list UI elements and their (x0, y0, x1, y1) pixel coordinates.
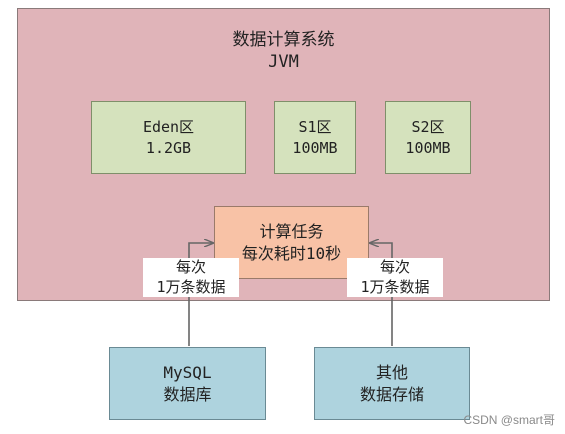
other-storage-name: 其他 (375, 362, 408, 382)
mysql-to-task-arrow (188, 243, 213, 346)
other-flow-volume: 1万条数据 (360, 277, 430, 296)
mysql-database-type: 数据库 (163, 384, 212, 404)
other-flow-frequency: 每次 (379, 258, 410, 276)
compute-task-name: 计算任务 (259, 221, 324, 241)
s2-region-box: S2区 100MB (385, 101, 471, 174)
other-storage-box: 其他 数据存储 (314, 347, 470, 420)
mysql-flow-frequency: 每次 (175, 258, 206, 276)
watermark: CSDN @smart哥 (463, 413, 555, 427)
s2-region-size: 100MB (405, 138, 451, 157)
mysql-database-name: MySQL (163, 362, 212, 382)
jvm-subtitle: JVM (268, 52, 299, 73)
s2-region-name: S2区 (411, 118, 445, 137)
eden-region-box: Eden区 1.2GB (91, 101, 246, 174)
other-storage-to-task-arrow (370, 243, 393, 346)
compute-task-duration: 每次耗时10秒 (241, 243, 342, 263)
s1-region-size: 100MB (292, 138, 338, 157)
other-storage-type: 数据存储 (359, 384, 424, 404)
s1-region-name: S1区 (298, 118, 332, 137)
mysql-database-box: MySQL 数据库 (109, 347, 266, 420)
eden-region-size: 1.2GB (145, 138, 192, 157)
eden-region-name: Eden区 (142, 118, 195, 137)
other-flow-label: 每次 1万条数据 (347, 258, 443, 297)
s1-region-box: S1区 100MB (274, 101, 356, 174)
compute-task-box: 计算任务 每次耗时10秒 (214, 206, 369, 279)
mysql-flow-label: 每次 1万条数据 (143, 258, 239, 297)
mysql-flow-volume: 1万条数据 (156, 277, 226, 296)
jvm-title: 数据计算系统 (232, 30, 335, 50)
